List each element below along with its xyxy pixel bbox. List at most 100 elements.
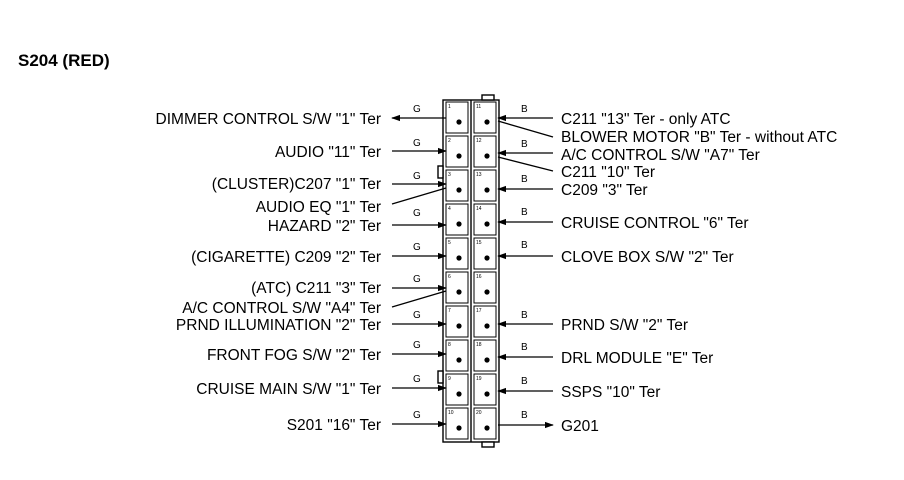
- terminal-dot: [456, 187, 462, 193]
- wire-color-g: G: [413, 171, 421, 182]
- wire-color-b: B: [521, 410, 528, 421]
- left-label-s201: S201 "16" Ter: [287, 417, 381, 434]
- cavity: [473, 237, 497, 270]
- right-labels: C211 "13" Ter - only ATC BLOWER MOTOR "B…: [561, 111, 837, 435]
- terminal-dot: [484, 357, 490, 363]
- wire-color-b: B: [521, 104, 528, 115]
- terminal-dot: [456, 255, 462, 261]
- pin-number: 15: [476, 240, 482, 246]
- pin-number: 12: [476, 138, 482, 144]
- terminal-dot: [484, 187, 490, 193]
- cavity: [473, 373, 497, 406]
- right-label-clove-box: CLOVE BOX S/W "2" Ter: [561, 249, 734, 266]
- connector-body: [437, 94, 500, 448]
- left-label-ac-control-a4: A/C CONTROL S/W "A4" Ter: [182, 300, 381, 317]
- wire-color-g: G: [413, 310, 421, 321]
- pin-number: 14: [476, 206, 482, 212]
- pin-number: 11: [476, 104, 481, 110]
- right-label-g201: G201: [561, 418, 599, 435]
- terminal-dot: [456, 425, 462, 431]
- pin-number: 13: [476, 172, 482, 178]
- pin-number: 2: [448, 138, 451, 144]
- terminal-dot: [484, 289, 490, 295]
- terminal-dot: [456, 323, 462, 329]
- pin-number: 1: [448, 104, 451, 110]
- right-label-ac-control-a7: A/C CONTROL S/W "A7" Ter: [561, 147, 760, 164]
- terminal-dot: [456, 153, 462, 159]
- cavity: [473, 271, 497, 304]
- pin-number: 16: [476, 274, 482, 280]
- left-wires: [391, 114, 447, 428]
- terminal-dot: [484, 323, 490, 329]
- pin-number: 20: [476, 410, 482, 416]
- right-label-drl-module: DRL MODULE "E" Ter: [561, 350, 713, 367]
- right-label-c211-13: C211 "13" Ter - only ATC: [561, 111, 731, 128]
- right-label-c209-3: C209 "3" Ter: [561, 182, 648, 199]
- pin-number: 18: [476, 342, 482, 348]
- wire-color-g: G: [413, 138, 421, 149]
- pin-number: 3: [448, 172, 451, 178]
- wire-color-b: B: [521, 240, 528, 251]
- terminal-dot: [484, 425, 490, 431]
- wire-color-b: B: [521, 310, 528, 321]
- terminal-dot: [456, 357, 462, 363]
- right-label-c211-10: C211 "10" Ter: [561, 164, 655, 181]
- left-label-dimmer-control: DIMMER CONTROL S/W "1" Ter: [156, 111, 381, 128]
- wire-color-g: G: [413, 242, 421, 253]
- left-label-prnd-illumination: PRND ILLUMINATION "2" Ter: [176, 317, 381, 334]
- left-label-audio: AUDIO "11" Ter: [275, 144, 381, 161]
- wire-color-b: B: [521, 174, 528, 185]
- cavity: [473, 407, 497, 440]
- left-label-hazard: HAZARD "2" Ter: [268, 218, 381, 235]
- right-label-cruise-control: CRUISE CONTROL "6" Ter: [561, 215, 749, 232]
- wire-color-b: B: [521, 207, 528, 218]
- wire-color-b: B: [521, 139, 528, 150]
- wire-pin12-branch: [497, 156, 554, 172]
- wire-color-b: B: [521, 342, 528, 353]
- pin-number: 19: [476, 376, 482, 382]
- left-labels: DIMMER CONTROL S/W "1" Ter AUDIO "11" Te…: [156, 111, 381, 434]
- wire-color-g: G: [413, 208, 421, 219]
- pin-number: 10: [448, 410, 454, 416]
- terminal-dot: [456, 221, 462, 227]
- connector-title: S204 (RED): [18, 51, 110, 70]
- cavity: [473, 305, 497, 338]
- cavity: [473, 135, 497, 168]
- connector-pins: [456, 119, 490, 431]
- left-label-audio-eq: AUDIO EQ "1" Ter: [256, 199, 381, 216]
- terminal-dot: [484, 221, 490, 227]
- pin-number: 8: [448, 342, 451, 348]
- terminal-dot: [484, 391, 490, 397]
- wire-color-g: G: [413, 104, 421, 115]
- left-label-front-fog: FRONT FOG S/W "2" Ter: [207, 347, 381, 364]
- left-label-cluster-c207: (CLUSTER)C207 "1" Ter: [212, 176, 381, 193]
- cavity: [473, 203, 497, 236]
- cavity: [473, 169, 497, 202]
- right-label-ssps: SSPS "10" Ter: [561, 384, 660, 401]
- terminal-dot: [456, 119, 462, 125]
- pin-number: 7: [448, 308, 451, 314]
- wire-color-b: B: [521, 376, 528, 387]
- cavity: [445, 203, 469, 236]
- wire-color-g: G: [413, 274, 421, 285]
- cavity: [473, 339, 497, 372]
- wire-pin6-branch: [391, 290, 447, 308]
- right-label-blower-motor: BLOWER MOTOR "B" Ter - without ATC: [561, 129, 837, 146]
- wire-color-g: G: [413, 374, 421, 385]
- wire-pin11-branch: [497, 120, 554, 138]
- terminal-dot: [484, 153, 490, 159]
- pin-number: 17: [476, 308, 482, 314]
- wire-color-g: G: [413, 410, 421, 421]
- right-wire-colors: B B B B B B B B B: [521, 104, 528, 421]
- right-label-prnd-sw: PRND S/W "2" Ter: [561, 317, 688, 334]
- cavity: [473, 101, 497, 134]
- pin-number: 9: [448, 376, 451, 382]
- left-label-atc-c211: (ATC) C211 "3" Ter: [251, 280, 381, 297]
- left-wire-colors: G G G G G G G G G G: [413, 104, 421, 421]
- terminal-dot: [456, 391, 462, 397]
- left-label-cigarette-c209: (CIGARETTE) C209 "2" Ter: [191, 249, 381, 266]
- terminal-dot: [484, 255, 490, 261]
- pin-number: 5: [448, 240, 451, 246]
- pin-number: 6: [448, 274, 451, 280]
